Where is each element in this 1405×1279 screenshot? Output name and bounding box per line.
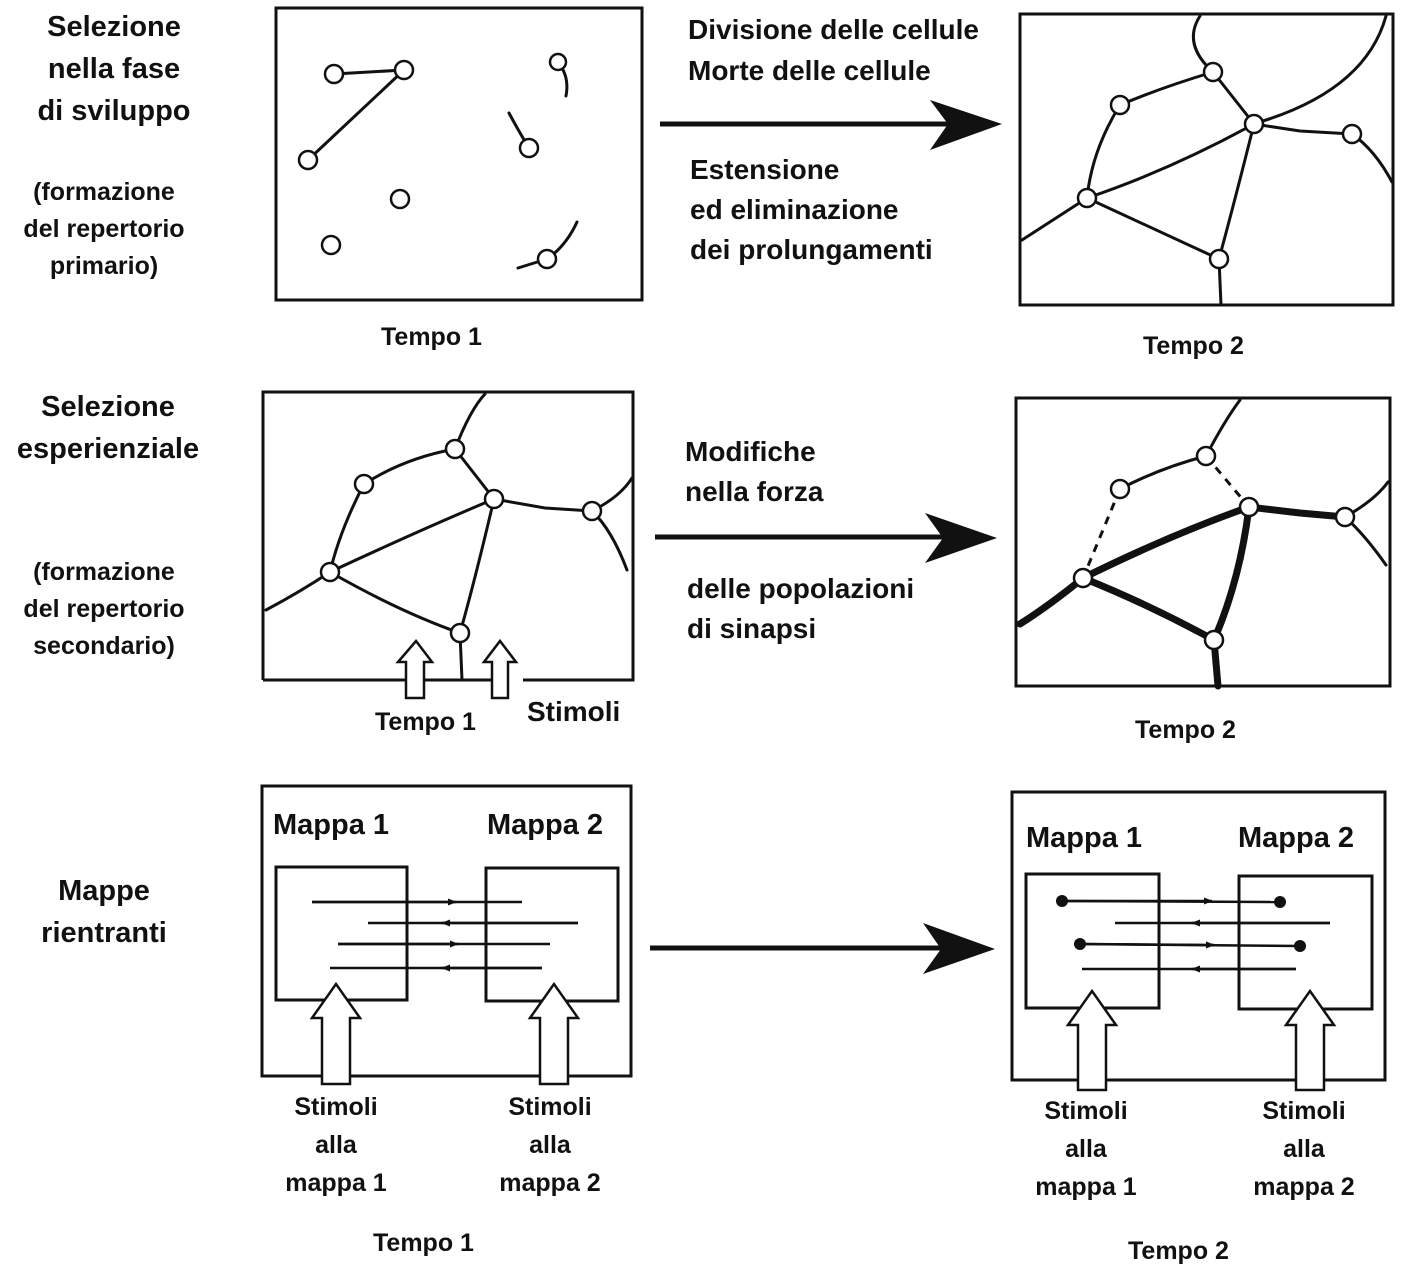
row1-time1-caption: Tempo 1 — [381, 323, 482, 351]
map1-box — [274, 865, 409, 1002]
developmental-arrow — [660, 100, 1002, 150]
time1-map1-label: Mappa 1 — [273, 809, 390, 841]
developmental-time1-panel — [274, 6, 644, 302]
row1-time2-caption: Tempo 2 — [1143, 332, 1244, 360]
network-after — [1016, 398, 1390, 690]
developmental-time2-panel — [1018, 12, 1395, 307]
time2-map2-label: Mappa 2 — [1238, 822, 1355, 854]
time2-map1-label: Mappa 1 — [1026, 822, 1143, 854]
reentrant-connections-time2 — [1056, 895, 1330, 973]
stimulus-arrow-1 — [395, 639, 435, 700]
row2-time1-caption: Tempo 1 — [375, 708, 476, 736]
time1-map2-label: Mappa 2 — [487, 809, 604, 841]
reentrant-time1-panel — [260, 784, 633, 1086]
map2-box-time2 — [1237, 874, 1374, 1011]
row3-time2-caption: Tempo 2 — [1128, 1237, 1229, 1265]
network-before — [264, 392, 634, 682]
row1-process-line2: Morte delle cellule — [688, 55, 931, 86]
network-time2 — [1020, 14, 1394, 307]
experiential-arrow — [655, 513, 997, 563]
row1-process-line1: Divisione delle cellule — [688, 14, 980, 45]
reentrant-connections-time1 — [312, 898, 578, 972]
isolated-neurons — [297, 52, 579, 270]
map1-stimulus-arrow — [309, 981, 363, 1086]
stimulus-arrow-2 — [481, 638, 519, 700]
map2-stimulus-arrow — [527, 981, 581, 1086]
reentrant-arrow — [650, 923, 995, 974]
map2-box — [484, 866, 620, 1003]
row2-stimuli-label: Stimoli — [527, 696, 621, 727]
map2-stimulus-arrow-time2 — [1283, 988, 1337, 1092]
map1-box-time2 — [1024, 872, 1161, 1010]
map1-stimulus-arrow-time2 — [1065, 988, 1119, 1092]
experiential-time1-panel — [261, 390, 635, 700]
reentrant-time2-panel — [1010, 790, 1387, 1092]
row2-time2-caption: Tempo 2 — [1135, 716, 1236, 744]
experiential-time2-panel — [1014, 396, 1392, 690]
row3-time1-caption: Tempo 1 — [373, 1229, 474, 1257]
